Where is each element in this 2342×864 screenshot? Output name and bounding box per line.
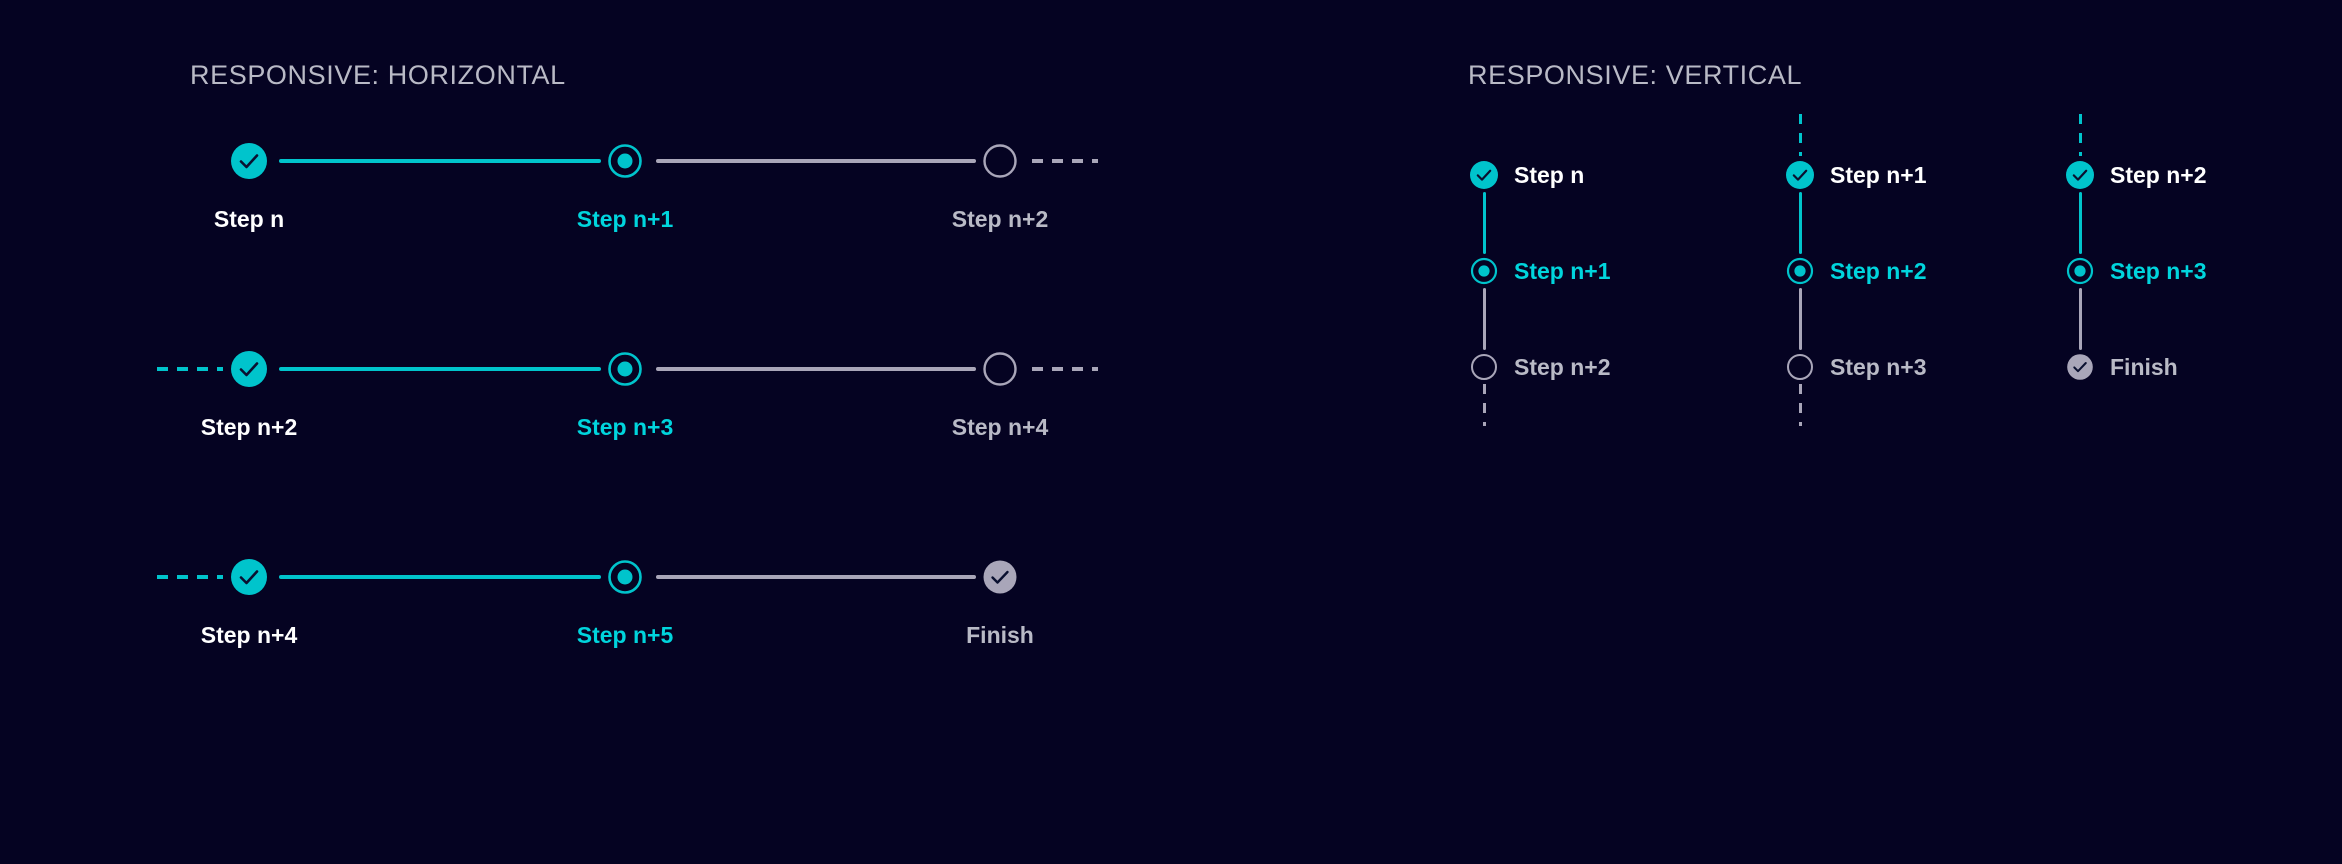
connector-complete bbox=[1799, 192, 1802, 254]
step-label: Step n bbox=[1514, 161, 1585, 188]
connector-incomplete bbox=[656, 159, 976, 163]
step-node-finish[interactable] bbox=[979, 556, 1021, 598]
step-label: Step n+2 bbox=[1514, 353, 1611, 380]
step-node-done[interactable] bbox=[1784, 159, 1816, 191]
dot-circle-icon bbox=[608, 144, 642, 178]
dashed-bottom-segment bbox=[1799, 384, 1802, 426]
dot-circle-icon bbox=[608, 560, 642, 594]
stepper-track bbox=[0, 546, 1200, 608]
empty-circle-icon bbox=[983, 144, 1017, 178]
step-item[interactable]: Step n+3 bbox=[1784, 350, 1927, 384]
stepper-row: Step n+2 Step n+3 Step n+4 bbox=[0, 338, 1200, 468]
step-item[interactable]: Step n+2 bbox=[2064, 158, 2207, 192]
check-circle-filled-icon bbox=[231, 143, 267, 179]
dot-circle-icon bbox=[1470, 257, 1498, 285]
step-node-finish[interactable] bbox=[2064, 351, 2096, 383]
step-node-done[interactable] bbox=[2064, 159, 2096, 191]
step-item[interactable]: Step n+3 bbox=[2064, 254, 2207, 288]
dashed-top-segment bbox=[2079, 114, 2082, 156]
stepper-track bbox=[0, 338, 1200, 400]
step-item[interactable]: Step n+2 bbox=[1784, 254, 1927, 288]
connector-incomplete bbox=[1483, 288, 1486, 350]
stepper-labels: Step n+2 Step n+3 Step n+4 bbox=[0, 400, 1200, 450]
step-label: Step n+4 bbox=[951, 414, 1049, 440]
step-label: Step n+3 bbox=[2110, 257, 2207, 284]
step-label: Step n+2 bbox=[1830, 257, 1927, 284]
empty-circle-icon bbox=[983, 352, 1017, 386]
section-title-vertical: RESPONSIVE: VERTICAL bbox=[1468, 60, 1803, 90]
stepper-column: Step n+1 Step n+2 Step n+3 bbox=[1784, 114, 2114, 450]
empty-circle-icon bbox=[1787, 354, 1813, 380]
stepper-labels: Step n+4 Step n+5 Finish bbox=[0, 608, 1200, 658]
step-item[interactable]: Step n+2 bbox=[1468, 350, 1611, 384]
step-item[interactable]: Step n+1 bbox=[1468, 254, 1611, 288]
step-label: Step n+3 bbox=[576, 414, 674, 440]
step-node-pending[interactable] bbox=[979, 140, 1021, 182]
stepper-track bbox=[0, 130, 1200, 192]
step-label: Step n+1 bbox=[576, 206, 674, 232]
step-label: Step n+2 bbox=[951, 206, 1049, 232]
dot-circle-icon bbox=[608, 352, 642, 386]
step-node-pending[interactable] bbox=[1784, 351, 1816, 383]
check-circle-filled-icon bbox=[231, 559, 267, 595]
step-node-pending[interactable] bbox=[1468, 351, 1500, 383]
step-label: Step n+2 bbox=[2110, 161, 2207, 188]
stepper-labels: Step n Step n+1 Step n+2 bbox=[0, 192, 1200, 242]
dashed-bottom-segment bbox=[1483, 384, 1486, 426]
step-node-active[interactable] bbox=[604, 348, 646, 390]
step-item[interactable]: Step n+1 bbox=[1784, 158, 1927, 192]
empty-circle-icon bbox=[1471, 354, 1497, 380]
dashed-lead-segment bbox=[157, 575, 223, 579]
dashed-tail-segment bbox=[1032, 159, 1098, 163]
connector-incomplete bbox=[2079, 288, 2082, 350]
check-circle-filled-icon bbox=[1470, 161, 1498, 189]
step-label: Step n+5 bbox=[576, 622, 674, 648]
connector-complete bbox=[279, 367, 601, 371]
check-circle-muted-icon bbox=[983, 560, 1017, 594]
step-label: Finish bbox=[966, 622, 1034, 648]
stepper-column: Step n+2 Step n+3 Fini bbox=[2064, 114, 2342, 450]
connector-complete bbox=[279, 575, 601, 579]
connector-complete bbox=[1483, 192, 1486, 254]
step-label: Step n+1 bbox=[1514, 257, 1611, 284]
step-node-active[interactable] bbox=[2064, 255, 2096, 287]
dashed-lead-segment bbox=[157, 367, 223, 371]
step-node-done[interactable] bbox=[228, 140, 270, 182]
connector-complete bbox=[279, 159, 601, 163]
check-circle-filled-icon bbox=[231, 351, 267, 387]
step-node-active[interactable] bbox=[604, 140, 646, 182]
connector-incomplete bbox=[656, 575, 976, 579]
stepper-row: Step n Step n+1 Step n+2 bbox=[0, 130, 1200, 260]
step-item[interactable]: Step n bbox=[1468, 158, 1584, 192]
step-node-active[interactable] bbox=[1784, 255, 1816, 287]
step-label: Step n+3 bbox=[1830, 353, 1927, 380]
dot-circle-icon bbox=[1786, 257, 1814, 285]
dashed-top-segment bbox=[1799, 114, 1802, 156]
step-node-pending[interactable] bbox=[979, 348, 1021, 390]
step-label: Step n+4 bbox=[200, 622, 298, 648]
step-label: Finish bbox=[2110, 353, 2178, 380]
step-node-active[interactable] bbox=[1468, 255, 1500, 287]
connector-incomplete bbox=[1799, 288, 1802, 350]
check-circle-filled-icon bbox=[2066, 161, 2094, 189]
step-label: Step n bbox=[213, 206, 285, 232]
section-title-horizontal: RESPONSIVE: HORIZONTAL bbox=[190, 60, 566, 90]
step-node-done[interactable] bbox=[1468, 159, 1500, 191]
check-circle-muted-icon bbox=[2067, 354, 2093, 380]
stepper-column: Step n Step n+1 Step n+2 bbox=[1468, 130, 1798, 450]
step-node-active[interactable] bbox=[604, 556, 646, 598]
dashed-tail-segment bbox=[1032, 367, 1098, 371]
stepper-row: Step n+4 Step n+5 Finish bbox=[0, 546, 1200, 676]
step-node-done[interactable] bbox=[228, 556, 270, 598]
step-label: Step n+2 bbox=[200, 414, 298, 440]
check-circle-filled-icon bbox=[1786, 161, 1814, 189]
dot-circle-icon bbox=[2066, 257, 2094, 285]
step-item[interactable]: Finish bbox=[2064, 350, 2178, 384]
step-node-done[interactable] bbox=[228, 348, 270, 390]
connector-complete bbox=[2079, 192, 2082, 254]
step-label: Step n+1 bbox=[1830, 161, 1927, 188]
connector-incomplete bbox=[656, 367, 976, 371]
